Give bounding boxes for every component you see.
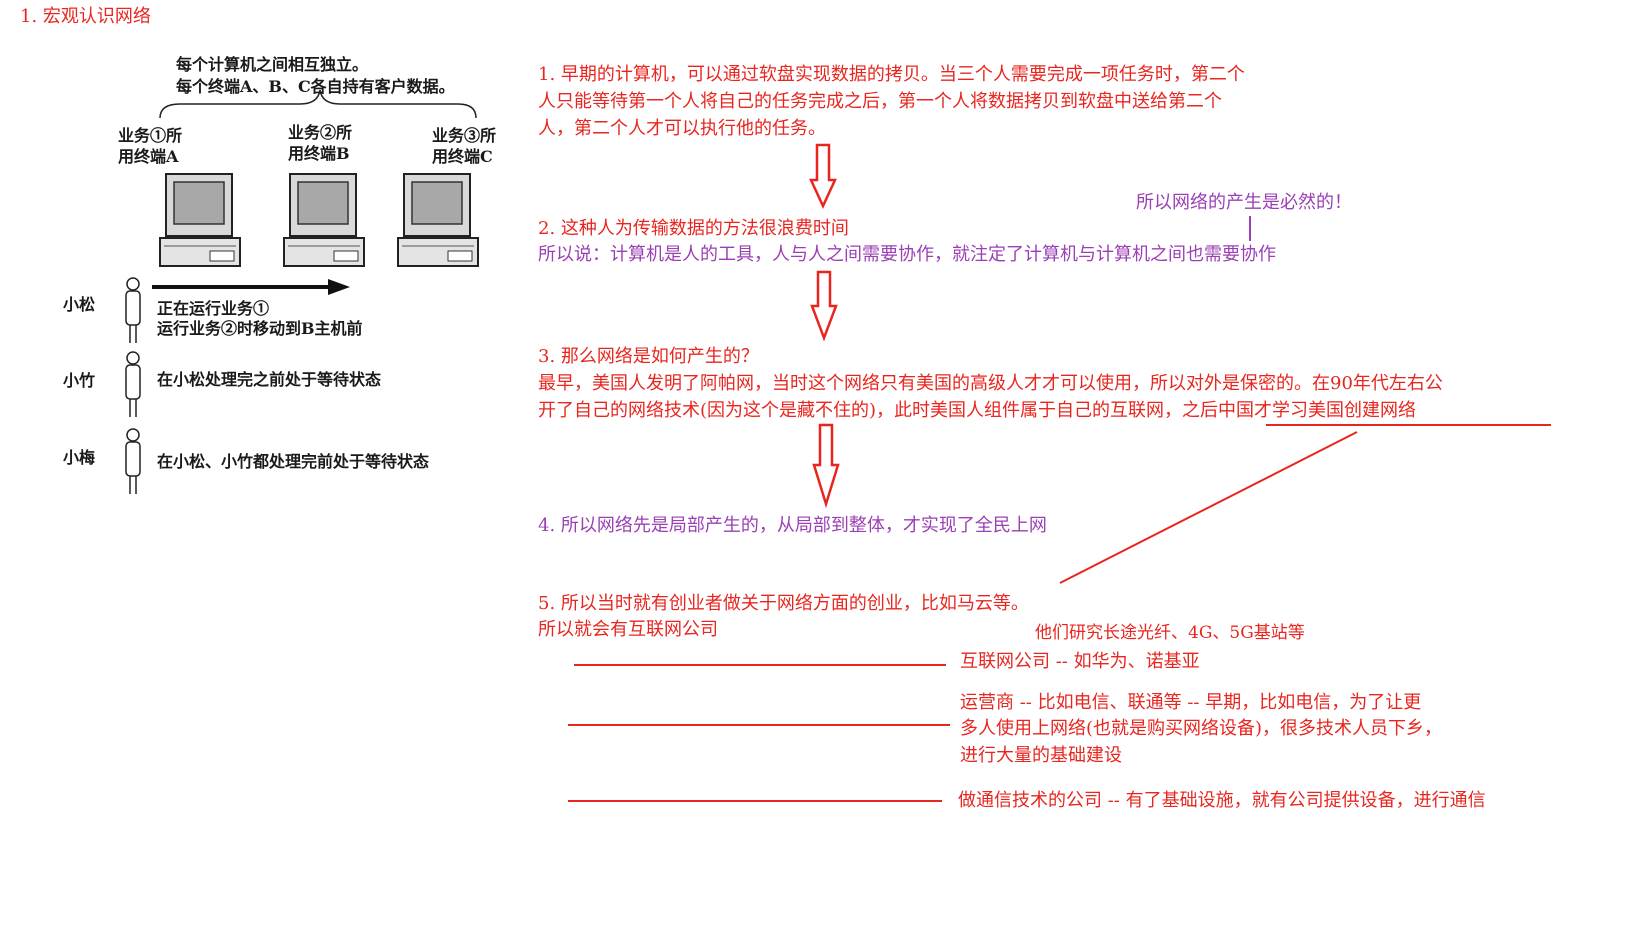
- grouping-brace: [159, 89, 477, 119]
- research-note: 他们研究长途光纤、4G、5G基站等: [1035, 623, 1305, 643]
- person-xiaomei-icon: [125, 428, 141, 494]
- down-arrow-1-icon: [809, 143, 837, 209]
- branch-operators-line-3: 进行大量的基础建设: [960, 745, 1122, 766]
- branch-telecom-companies: 做通信技术的公司 -- 有了基础设施，就有公司提供设备，进行通信: [958, 790, 1486, 811]
- figure-note-2: 每个终端A、B、C各自持有客户数据。: [176, 77, 455, 96]
- note-3-line-1: 3. 那么网络是如何产生的？: [538, 346, 759, 367]
- person-name-xiaomei: 小梅: [63, 448, 96, 467]
- note-5-line-2: 所以就会有互联网公司: [538, 619, 718, 640]
- figure-note-1: 每个计算机之间相互独立。: [176, 55, 369, 74]
- note-2-line-1: 2. 这种人为传输数据的方法很浪费时间: [538, 218, 849, 239]
- terminal-b-label-2: 用终端B: [288, 144, 350, 163]
- down-arrow-2-icon: [810, 270, 838, 342]
- side-note: 所以网络的产生是必然的！: [1136, 192, 1352, 213]
- terminal-c-label-1: 业务③所: [432, 126, 497, 145]
- terminal-a-label-2: 用终端A: [118, 147, 179, 166]
- terminal-b-label-1: 业务②所: [288, 123, 353, 142]
- person-status-xiaosong-1: 正在运行业务①: [157, 299, 270, 318]
- note-1-line-2: 人只能等待第一个人将自己的任务完成之后，第一个人将数据拷贝到软盘中送给第二个: [538, 91, 1222, 112]
- branch-internet-companies: 互联网公司 -- 如华为、诺基亚: [960, 651, 1200, 672]
- person-status-xiaosong-2: 运行业务②时移动到B主机前: [157, 319, 363, 338]
- down-arrow-3-icon: [812, 423, 840, 509]
- person-xiaozhu-icon: [125, 351, 141, 417]
- person-status-xiaozhu: 在小松处理完之前处于等待状态: [157, 370, 382, 389]
- computer-a-icon: [159, 173, 241, 267]
- note-1-line-3: 人，第二个人才可以执行他的任务。: [538, 118, 826, 139]
- computer-b-icon: [283, 173, 365, 267]
- computer-c-icon: [397, 173, 479, 267]
- note-3-line-2: 最早，美国人发明了阿帕网，当时这个网络只有美国的高级人才才可以使用，所以对外是保…: [538, 373, 1443, 394]
- connector-to-entrepreneurs: [1059, 431, 1358, 584]
- terminal-c-label-2: 用终端C: [432, 147, 493, 166]
- movement-arrow-icon: [152, 279, 350, 295]
- note-2-line-2: 所以说：计算机是人的工具，人与人之间需要协作，就注定了计算机与计算机之间也需要协…: [538, 244, 1276, 265]
- note-1-line-1: 1. 早期的计算机，可以通过软盘实现数据的拷贝。当三个人需要完成一项任务时，第二…: [538, 64, 1245, 85]
- note-4-line-1: 4. 所以网络先是局部产生的，从局部到整体，才实现了全民上网: [538, 515, 1047, 536]
- person-name-xiaozhu: 小竹: [63, 371, 96, 390]
- note-5-line-1: 5. 所以当时就有创业者做关于网络方面的创业，比如马云等。: [538, 593, 1029, 614]
- note-3-line-3: 开了自己的网络技术(因为这个是藏不住的)，此时美国人组件属于自己的互联网，之后中…: [538, 400, 1417, 421]
- person-name-xiaosong: 小松: [63, 295, 96, 314]
- branch-operators-line-2: 多人使用上网络(也就是购买网络设备)，很多技术人员下乡，: [960, 718, 1443, 739]
- terminal-a-label-1: 业务①所: [118, 126, 183, 145]
- page-heading: 1. 宏观认识网络: [20, 6, 151, 27]
- branch-operators-line-1: 运营商 -- 比如电信、联通等 -- 早期，比如电信，为了让更: [960, 692, 1422, 713]
- person-xiaosong-icon: [125, 277, 141, 343]
- person-status-xiaomei: 在小松、小竹都处理完前处于等待状态: [157, 452, 430, 471]
